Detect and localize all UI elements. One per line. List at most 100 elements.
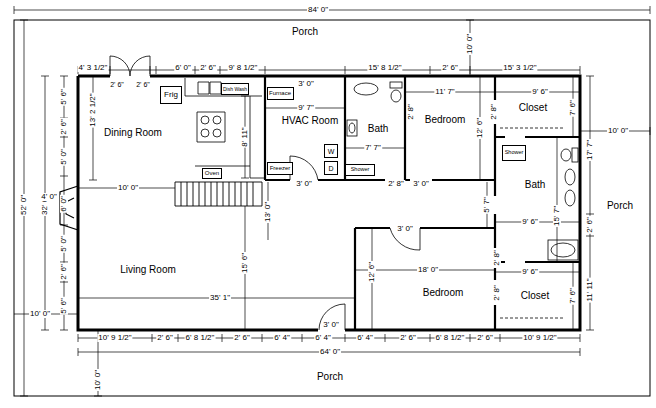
dimension-lines (14, 6, 650, 396)
room-label: Bath (367, 124, 390, 134)
dimension-label: 64' 0" (319, 348, 341, 356)
dimension-label: 7' 6" (569, 287, 577, 305)
dimension-label: 10' 0" (117, 184, 139, 192)
dimension-label: 4' 0" (40, 193, 58, 201)
dimension-label: 15' 8 1/2" (367, 64, 402, 72)
toilet-bowl (561, 149, 571, 161)
burner (213, 116, 221, 124)
appliance-box: Shower (345, 164, 375, 176)
sink-bowl (565, 169, 575, 185)
door-swing (110, 56, 420, 330)
room-label: Dining Room (103, 128, 163, 138)
kitchen-fixtures (185, 78, 265, 178)
appliance-box: Oven (202, 168, 222, 179)
dimension-label: 3' 0" (297, 80, 315, 88)
toilet-tank (572, 148, 578, 162)
dimension-label: 6' 8 1/2" (435, 334, 466, 342)
dimension-label: 11' 7" (434, 88, 455, 96)
dimension-label: 9' 8 1/2" (228, 64, 259, 72)
sink-bowl (349, 123, 355, 133)
room-label: Living Room (119, 265, 177, 275)
dimension-label: 6' 0" (60, 195, 68, 213)
dimension-label: 9' 7" (297, 104, 315, 112)
bath-fixtures (347, 82, 578, 260)
room-label: Bedroom (424, 115, 467, 125)
appliance-label: Shower (505, 150, 524, 156)
dimension-label: 2' 8" (493, 284, 501, 302)
dimension-label: 6' 4" (314, 334, 332, 342)
dimension-label: 2' 6" (109, 81, 125, 88)
dimension-label: 17' 7" (586, 139, 594, 161)
room-label: Bath (524, 180, 547, 190)
dimension-label: 2' 8" (387, 180, 405, 188)
dimension-label: 10' 0" (607, 127, 629, 135)
closet-rod (500, 128, 565, 318)
sink (347, 120, 357, 136)
dimension-label: 10' 0" (29, 310, 51, 318)
exterior-wall (78, 76, 580, 330)
room-label: Porch (606, 201, 634, 211)
dimension-label: 11' 11" (586, 277, 594, 302)
dimension-label: 7' 6" (569, 99, 577, 117)
dimension-label: 2' 6" (399, 334, 417, 342)
dimension-label: 7' 7" (364, 144, 382, 152)
appliance-label: Oven (205, 170, 219, 176)
interior-wall (265, 76, 580, 330)
dimension-label: 2' 8" (493, 249, 501, 267)
dimension-label: 13' 0" (264, 201, 272, 223)
dimension-label: 10' 9 1/2" (522, 334, 557, 342)
dimension-label: 9' 6" (531, 88, 549, 96)
dimension-label: 2' 6" (60, 263, 68, 281)
dimension-label: 2' 8" (490, 103, 498, 121)
appliance-label: W (328, 148, 335, 155)
dimension-label: 3' 0" (412, 180, 430, 188)
dimension-label: 2' 8" (407, 103, 415, 121)
appliance-box: W (324, 144, 338, 158)
dimension-label: 15' 6" (241, 252, 249, 274)
appliance-label: Freezer (270, 165, 291, 171)
appliance-box: D (324, 161, 338, 175)
dimension-label: 8' 11" (241, 126, 249, 147)
dimension-label: 6' 4" (273, 334, 291, 342)
dimension-label: 5' 6" (60, 297, 68, 315)
dimension-label: 2' 6" (586, 216, 594, 234)
appliance-label: Shower (351, 167, 370, 173)
room-label: Closet (518, 103, 548, 113)
dimension-label: 2' 6" (233, 334, 251, 342)
dimension-label: 18' 0" (417, 266, 439, 274)
dimension-label: 3' 0" (322, 321, 340, 329)
dimension-label: 3' 0" (396, 225, 414, 233)
dimension-label: 15' 3 1/2" (502, 64, 537, 72)
burner (213, 129, 221, 137)
dimension-label: 13' 2 1/2" (89, 92, 97, 127)
burner (201, 116, 209, 124)
dimension-label: 4' 3 1/2" (78, 64, 109, 72)
dimension-label: 6' 8 1/2" (185, 334, 216, 342)
dimension-label: 2' 6" (156, 334, 174, 342)
room-label: Closet (520, 291, 550, 301)
dimension-label: 6' 0" (174, 64, 192, 72)
dimension-label: 10' 0" (466, 33, 474, 55)
dimension-label: 35' 1" (209, 294, 231, 302)
dimension-label: 10' 9 1/2" (97, 334, 132, 342)
dimension-label: 5' 0" (60, 235, 68, 253)
appliance-label: Furnace (269, 90, 291, 96)
sink-bowl (565, 190, 575, 206)
dimension-label: 2' 6" (60, 118, 68, 136)
dimension-label: 12' 6" (476, 117, 484, 139)
appliance-label: Frig (164, 91, 178, 99)
dimension-label: 12' 6" (368, 261, 376, 283)
dimension-label: 52' 0" (20, 194, 28, 216)
fireplace (60, 186, 78, 230)
appliance-label: D (328, 165, 333, 172)
dimension-label: 5' 6" (60, 88, 68, 106)
staircase (175, 182, 262, 206)
dimension-label: 3' 0" (295, 180, 313, 188)
burner (201, 129, 209, 137)
toilet-bowl (391, 90, 401, 102)
dimension-label: 2' 6" (135, 81, 151, 88)
dimension-label: 2' 6" (199, 64, 217, 72)
appliance-box: Frig (160, 86, 182, 104)
